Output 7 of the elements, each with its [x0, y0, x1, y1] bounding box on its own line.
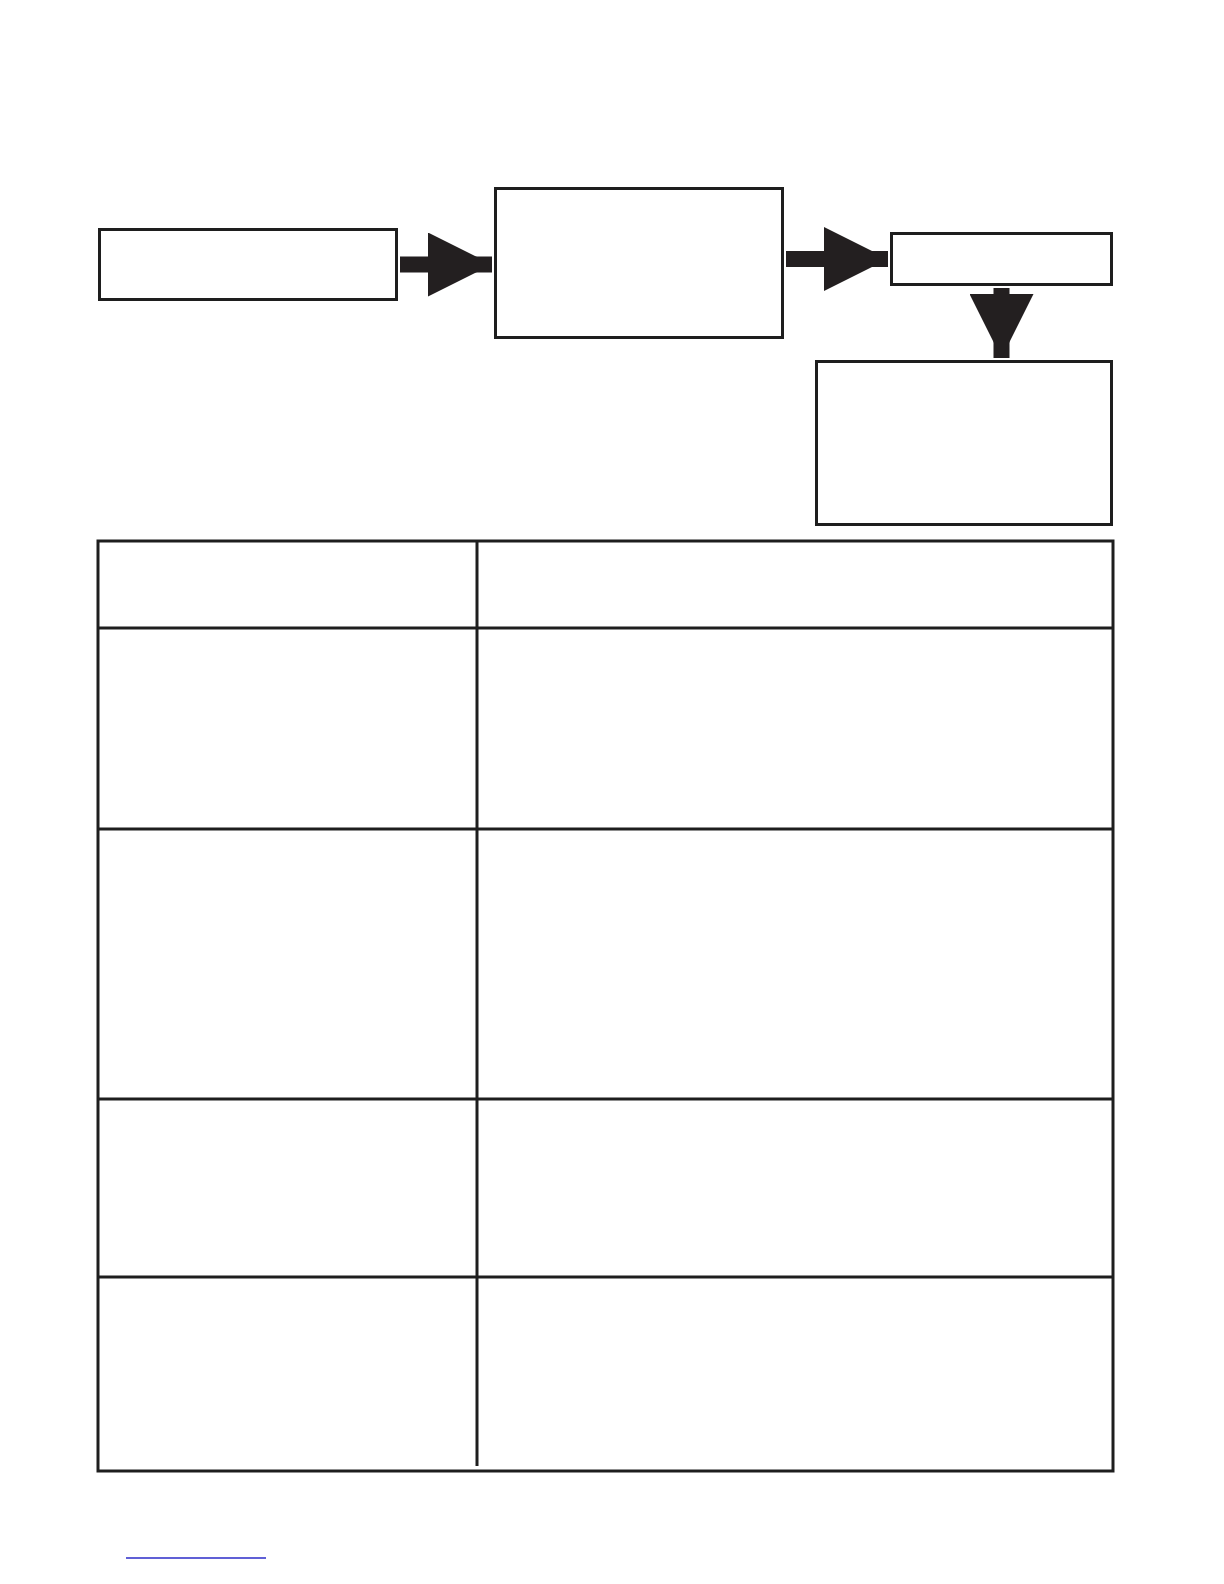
block-arrow: [786, 227, 888, 291]
block-arrow: [400, 232, 492, 297]
block-arrow: [969, 288, 1034, 358]
empty-box: [494, 187, 784, 339]
empty-box: [890, 232, 1113, 286]
empty-box: [98, 228, 398, 301]
empty-box: [815, 360, 1113, 526]
